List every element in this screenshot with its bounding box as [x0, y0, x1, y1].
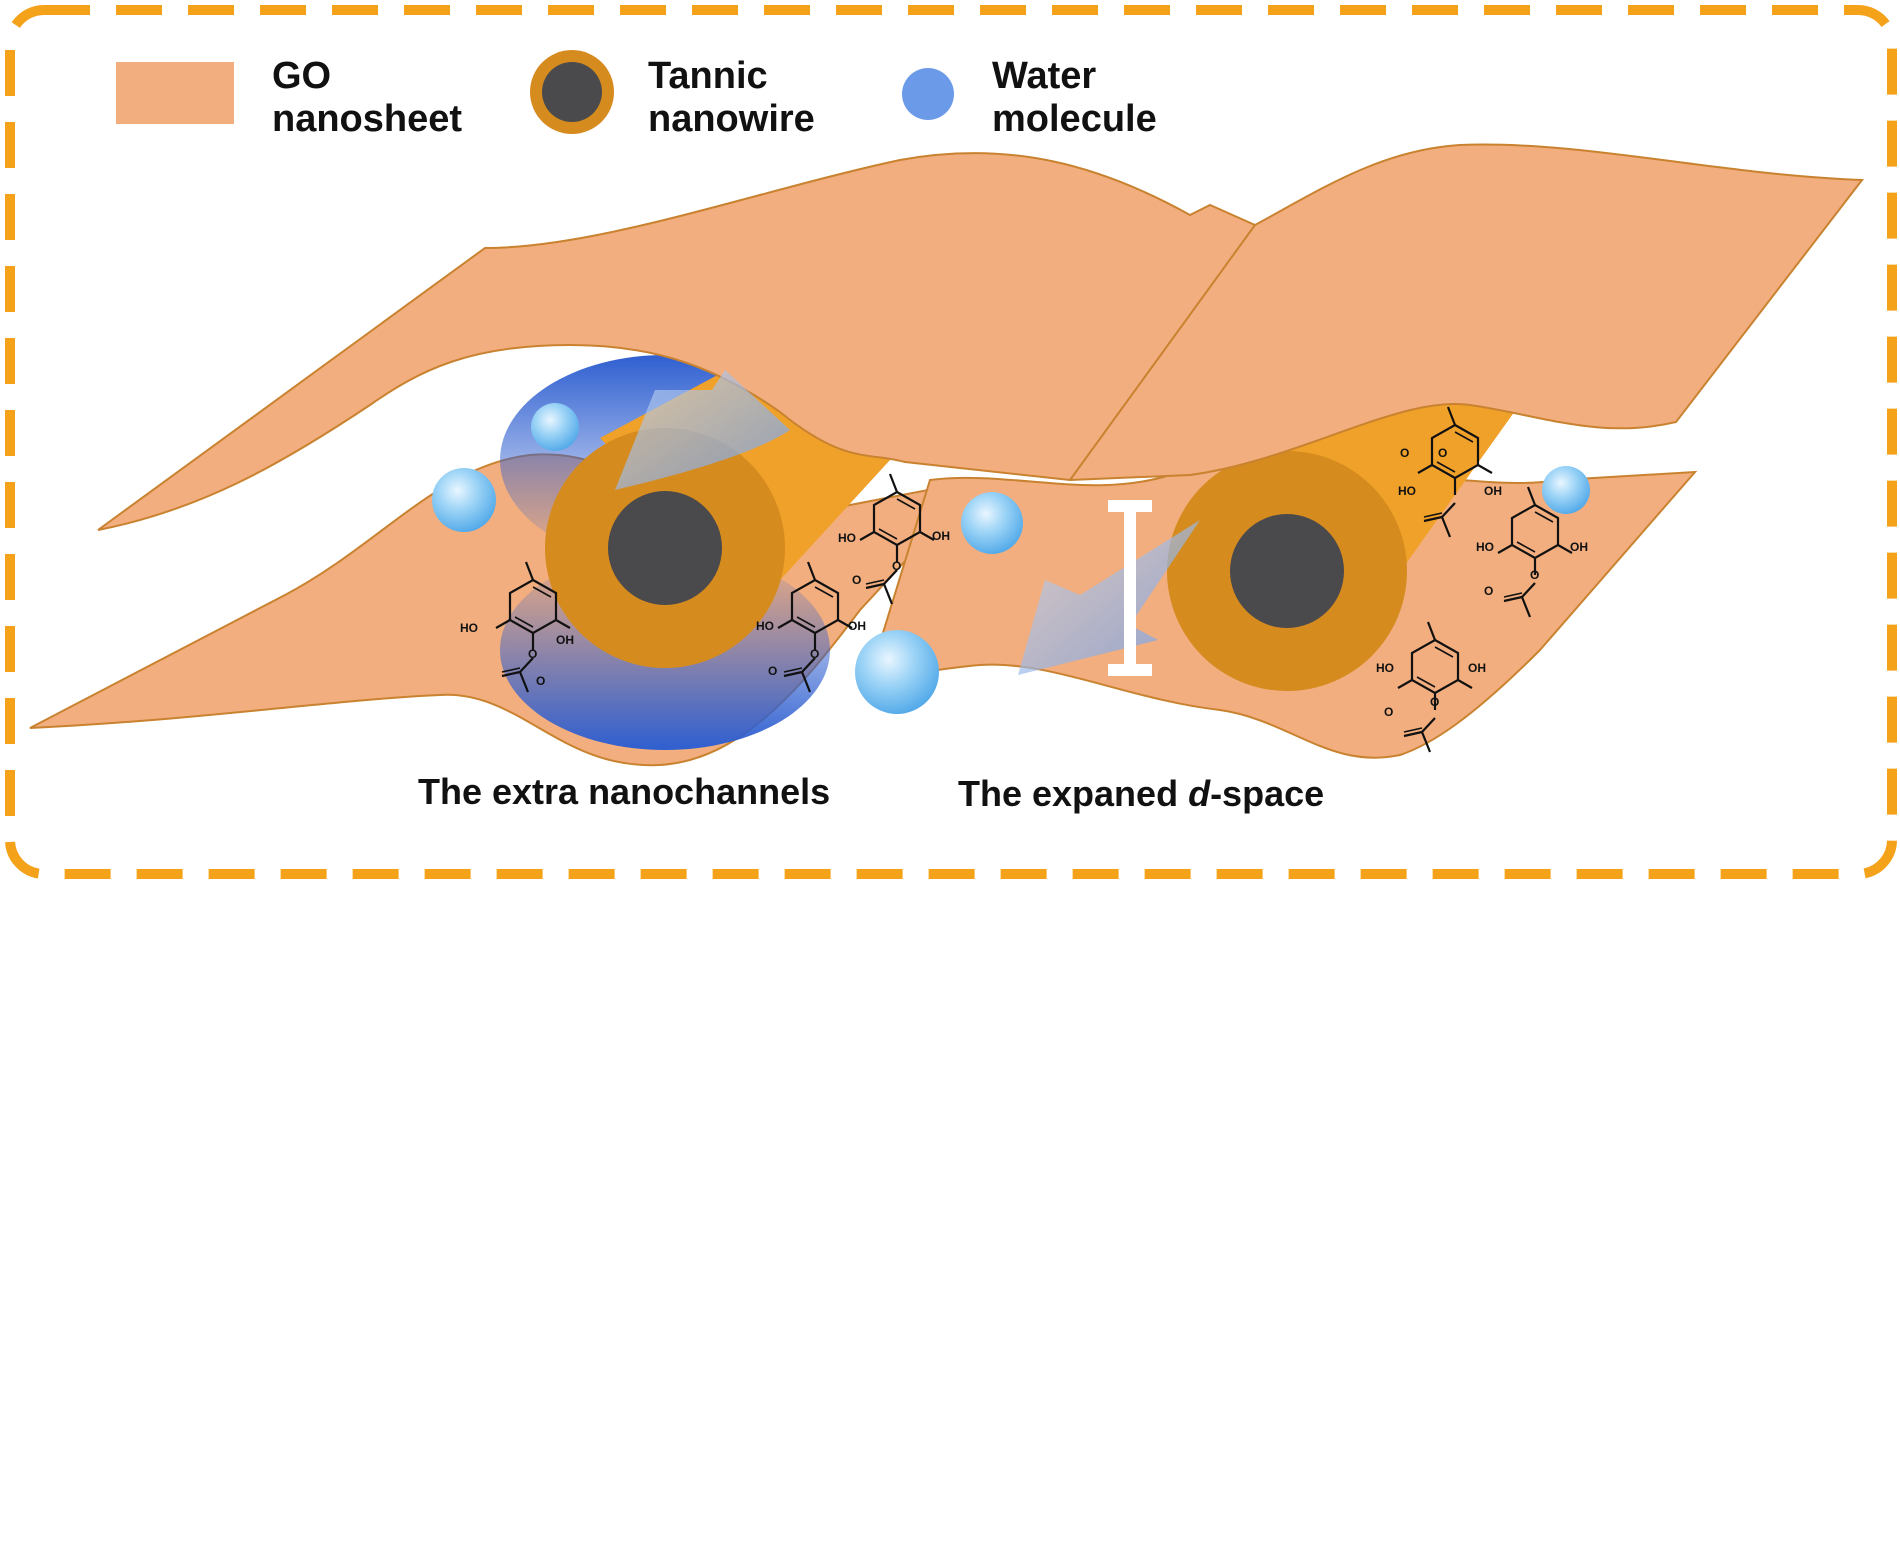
- svg-text:HO: HO: [460, 621, 478, 635]
- flow-arrow-right: [1018, 520, 1200, 675]
- water-molecules: [432, 403, 1590, 714]
- tannic-molecule-3: HO OH O O: [838, 472, 950, 606]
- svg-text:O: O: [1384, 705, 1393, 719]
- svg-text:OH: OH: [932, 529, 950, 543]
- water-molecule-4: [855, 630, 939, 714]
- svg-text:HO: HO: [1476, 540, 1494, 554]
- water-molecule-label-line1: Water: [992, 55, 1096, 97]
- tannic-molecule-4: HO OH O O: [1398, 405, 1502, 539]
- caption-expanded-d-space: The expaned d-space: [958, 773, 1324, 814]
- go-nanosheet-top: [97, 143, 1864, 531]
- svg-text:O: O: [852, 573, 861, 587]
- svg-text:OH: OH: [1484, 484, 1502, 498]
- go-nanosheet-label-line2: nanosheet: [272, 98, 462, 140]
- flow-arrow-left: [615, 370, 790, 490]
- svg-text:O: O: [1430, 695, 1439, 709]
- caption-expanded-italic-d: d: [1188, 773, 1211, 814]
- svg-text:O: O: [1400, 446, 1409, 460]
- caption-extra-nanochannels: The extra nanochannels: [418, 771, 830, 812]
- svg-text:O: O: [536, 674, 545, 688]
- d-spacing-marker: [1108, 500, 1152, 676]
- svg-text:OH: OH: [1570, 540, 1588, 554]
- svg-text:O: O: [1530, 568, 1539, 582]
- svg-text:OH: OH: [1468, 661, 1486, 675]
- svg-text:O: O: [768, 664, 777, 678]
- tannic-molecule-5: HO OH O O: [1476, 485, 1588, 619]
- tannic-molecule-6: HO OH O O: [1376, 620, 1486, 754]
- svg-text:HO: HO: [838, 531, 856, 545]
- water-molecule-1: [531, 403, 579, 451]
- svg-text:HO: HO: [1376, 661, 1394, 675]
- go-nanosheet-label-line1: GO: [272, 55, 331, 97]
- water-molecule-5: [1542, 466, 1590, 514]
- svg-text:O: O: [810, 647, 819, 661]
- svg-text:OH: OH: [848, 619, 866, 633]
- svg-text:OH: OH: [556, 633, 574, 647]
- svg-text:HO: HO: [756, 619, 774, 633]
- svg-text:HO: HO: [1398, 484, 1416, 498]
- dashed-frame: [5, 5, 1897, 879]
- caption-expanded-suffix: -space: [1210, 773, 1324, 814]
- svg-text:O: O: [528, 647, 537, 661]
- caption-expanded-prefix: The expaned: [958, 773, 1188, 814]
- svg-text:O: O: [892, 559, 901, 573]
- tannic-nanowire-swatch-core: [542, 62, 602, 122]
- water-molecule-3: [961, 492, 1023, 554]
- water-molecule-label-line2: molecule: [992, 98, 1157, 140]
- go-nanosheet-top-fold-edge: [1069, 224, 1256, 481]
- water-molecule-2: [432, 468, 496, 532]
- tannic-molecule-2: HO OH O O: [756, 560, 866, 694]
- tannic-nanowire-label-line2: nanowire: [648, 98, 815, 140]
- go-nanosheet-swatch: [116, 62, 234, 124]
- tannic-molecule-1: HO OH O O: [460, 560, 574, 694]
- svg-text:O: O: [1438, 446, 1447, 460]
- svg-text:O: O: [1484, 584, 1493, 598]
- tannic-nanowire-label-line1: Tannic: [648, 55, 768, 97]
- water-molecule-swatch: [902, 68, 954, 120]
- legend: GO nanosheet Tannic nanowire Water molec…: [116, 50, 1157, 140]
